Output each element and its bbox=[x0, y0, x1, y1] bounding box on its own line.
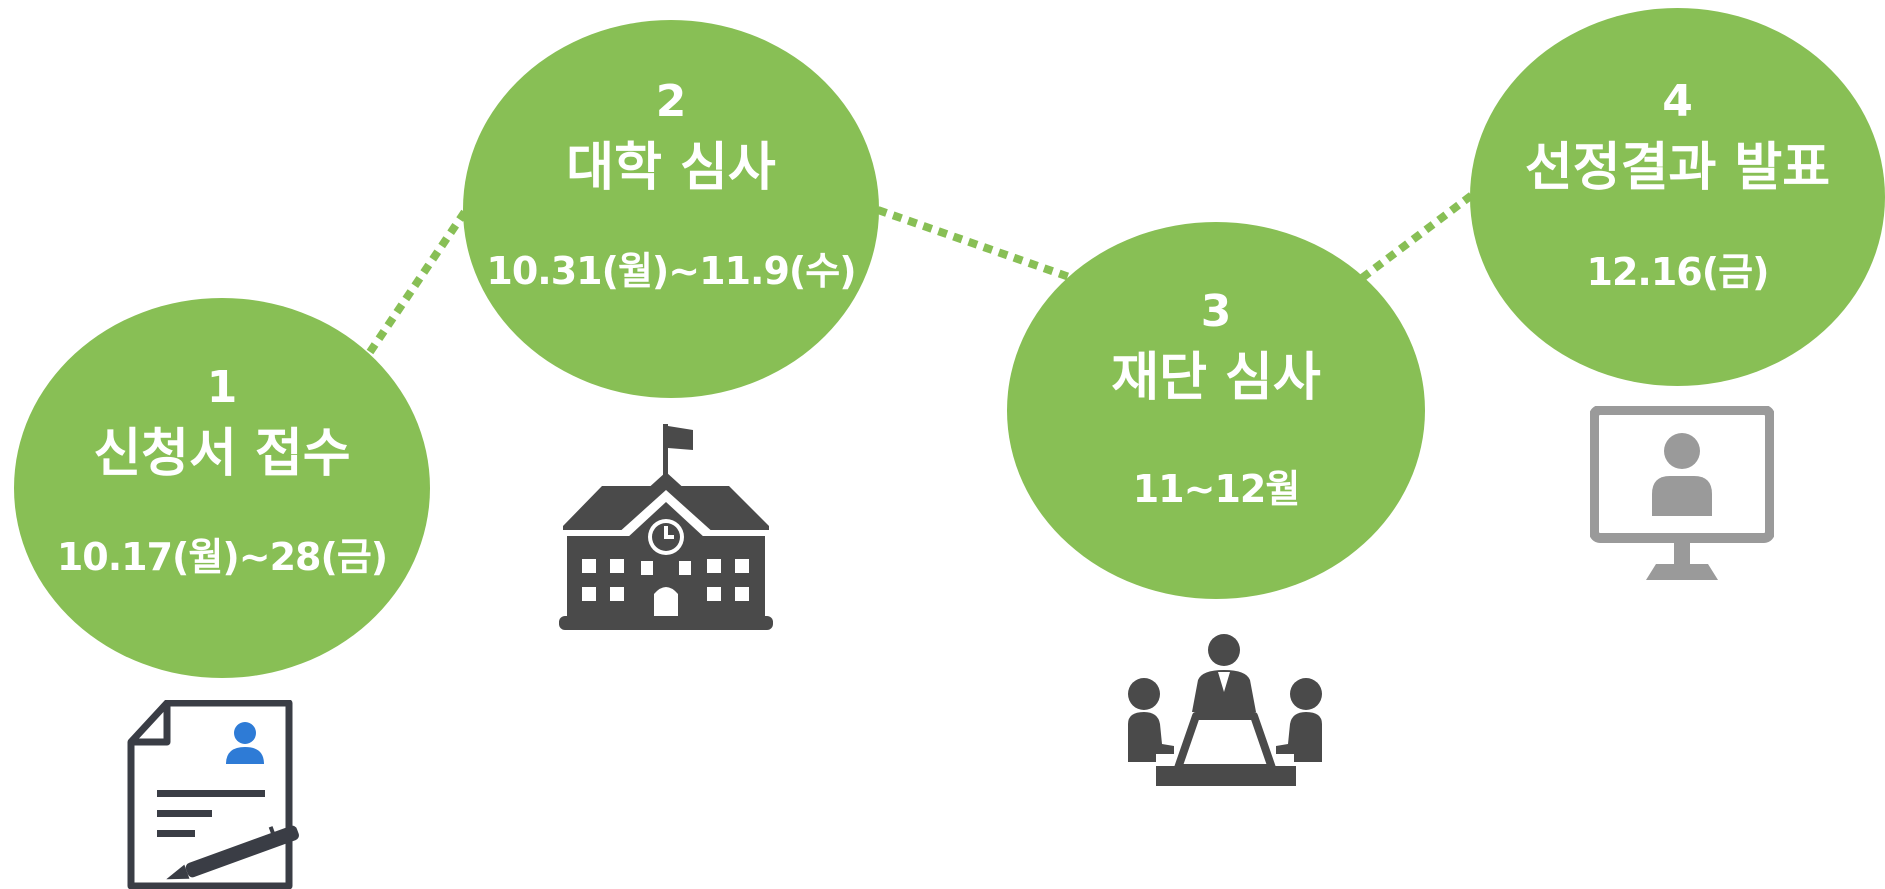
step-date: 11~12월 bbox=[1132, 467, 1301, 511]
school-icon bbox=[559, 424, 773, 630]
meeting-icon bbox=[1128, 634, 1322, 786]
step-date: 10.31(월)~11.9(수) bbox=[486, 249, 856, 293]
step-date: 10.17(월)~28(금) bbox=[56, 535, 388, 579]
connector-1-2 bbox=[366, 207, 470, 355]
step-3-circle: 3 재단 심사 11~12월 bbox=[1007, 222, 1425, 599]
document-icon bbox=[127, 700, 299, 889]
step-number: 3 bbox=[1200, 286, 1232, 337]
step-number: 2 bbox=[655, 76, 687, 127]
step-number: 1 bbox=[206, 362, 238, 413]
step-title: 대학 심사 bbox=[566, 138, 776, 198]
step-date: 12.16(금) bbox=[1586, 250, 1770, 294]
step-2-circle: 2 대학 심사 10.31(월)~11.9(수) bbox=[463, 20, 879, 398]
step-4-circle: 4 선정결과 발표 12.16(금) bbox=[1470, 8, 1885, 386]
step-title: 재단 심사 bbox=[1111, 348, 1321, 408]
step-number: 4 bbox=[1662, 76, 1693, 127]
connector-3-4 bbox=[1359, 191, 1475, 282]
step-title: 신청서 접수 bbox=[93, 424, 351, 484]
step-1-circle: 1 신청서 접수 10.17(월)~28(금) bbox=[14, 298, 430, 678]
step-title: 선정결과 발표 bbox=[1524, 138, 1831, 198]
connector-2-3 bbox=[876, 206, 1074, 282]
monitor-icon bbox=[1590, 406, 1774, 580]
